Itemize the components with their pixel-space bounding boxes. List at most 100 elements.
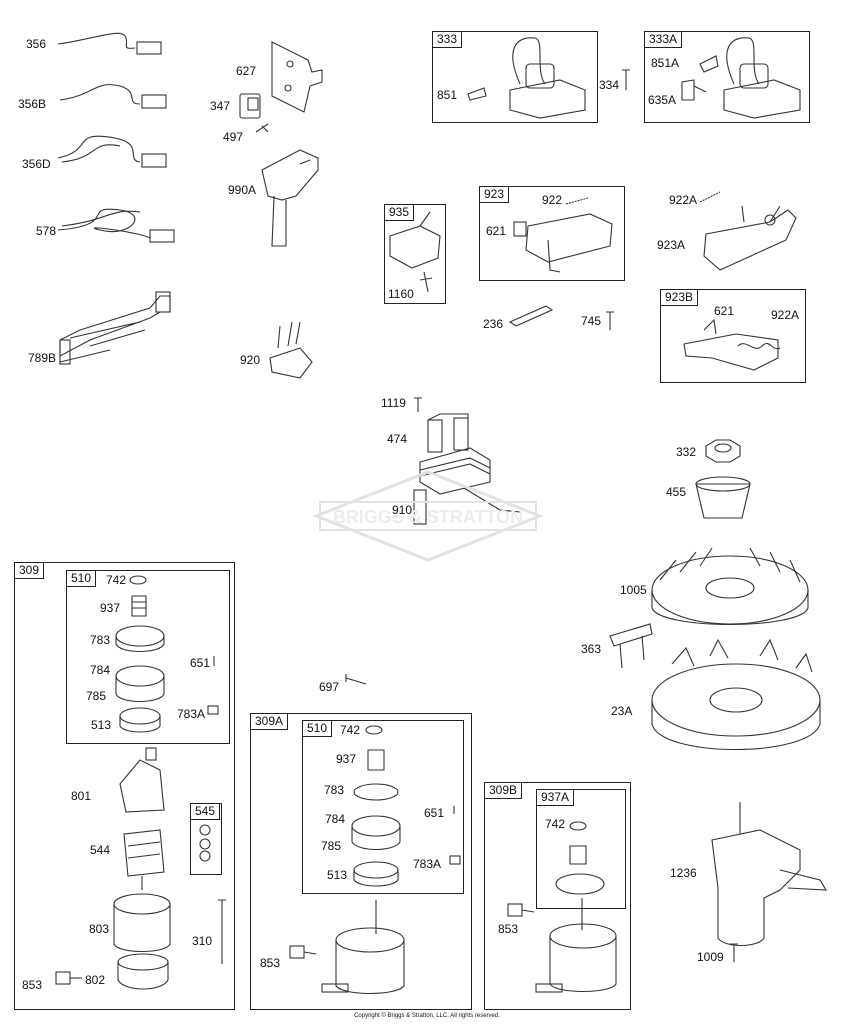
part-label-363: 363 [581, 642, 602, 656]
wire-356-illustration [57, 32, 162, 55]
box-309-tag: 309 [15, 563, 45, 579]
part-label-334: 334 [599, 78, 620, 92]
harness-789B-illustration [59, 291, 171, 365]
governor-923B-illustration [683, 318, 781, 371]
starter-309A-parts-illustration [289, 725, 461, 994]
brand-watermark: BRIGGS & STRATTON [311, 468, 545, 564]
svg-text:BRIGGS & STRATTON: BRIGGS & STRATTON [333, 507, 523, 527]
control-990A-illustration [261, 149, 319, 247]
wire-578-illustration [57, 208, 175, 243]
part-label-937-in-309: 937 [100, 601, 121, 615]
box-923B-tag: 923B [661, 290, 699, 306]
starter-309-parts-illustration [55, 575, 226, 990]
part-label-513-in-309A: 513 [327, 868, 348, 882]
part-label-785-in-309A: 785 [321, 839, 342, 853]
box-333A-tag: 333A [645, 32, 683, 48]
part-label-513-in-309: 513 [91, 718, 112, 732]
bracket-935-illustration [389, 211, 441, 293]
part-label-784-in-309A: 784 [325, 812, 346, 826]
part-label-1119: 1119 [381, 396, 406, 410]
coil-333-illustration [467, 37, 630, 119]
link-236-illustration [508, 305, 554, 327]
box-935: 935 [384, 204, 446, 304]
box-333-tag: 333 [433, 32, 463, 48]
part-label-1160: 1160 [388, 287, 414, 301]
part-label-347: 347 [210, 99, 231, 113]
part-label-851A: 851A [651, 56, 680, 70]
part-label-474: 474 [387, 432, 408, 446]
box-333: 333 [432, 31, 598, 123]
part-label-745: 745 [581, 314, 602, 328]
part-label-803: 803 [89, 922, 110, 936]
screw-745-illustration [606, 311, 614, 330]
copyright-notice: Copyright © Briggs & Stratton, LLC. All … [354, 1013, 500, 1019]
part-label-783A-in-309A: 783A [413, 857, 442, 871]
box-923B: 923B [660, 289, 806, 383]
part-label-853-in-309B: 853 [498, 922, 519, 936]
part-label-802: 802 [85, 973, 106, 987]
box-309A-tag: 309A [251, 714, 289, 730]
part-label-236: 236 [483, 317, 504, 331]
screw-497-illustration [255, 123, 269, 133]
part-label-785-in-309: 785 [86, 689, 107, 703]
part-label-937-in-309A: 937 [336, 752, 357, 766]
switch-347-illustration [239, 93, 261, 119]
box-937A-tag: 937A [537, 790, 575, 806]
part-label-990A: 990A [228, 183, 257, 197]
part-label-742-in-309: 742 [106, 573, 127, 587]
part-label-783-in-309: 783 [90, 633, 111, 647]
part-label-853-in-309A: 853 [260, 956, 281, 970]
part-label-923A: 923A [657, 238, 686, 252]
box-937A: 937A [536, 789, 626, 909]
part-label-356B: 356B [18, 97, 47, 111]
part-label-853-in-309: 853 [22, 978, 43, 992]
part-label-783A-in-309: 783A [177, 707, 206, 721]
wire-356B-illustration [59, 84, 167, 109]
box-309A: 309A [250, 713, 472, 1010]
part-label-697: 697 [319, 680, 340, 694]
part-label-651-in-309A: 651 [424, 806, 445, 820]
part-label-922A-in-923B: 922A [771, 308, 800, 322]
part-label-1005: 1005 [620, 583, 647, 597]
box-510-in-309: 510 [66, 570, 230, 744]
part-label-23A: 23A [611, 704, 633, 718]
box-510-in-309A: 510 [302, 720, 464, 894]
part-label-497: 497 [223, 130, 244, 144]
bolt-363-illustration [609, 623, 653, 669]
part-label-356D: 356D [22, 157, 51, 171]
wire-356D-illustration [57, 135, 167, 168]
part-label-544: 544 [90, 843, 111, 857]
armature-474-illustration [413, 397, 521, 525]
part-label-455: 455 [666, 485, 687, 499]
governor-923A-illustration [699, 191, 797, 271]
part-label-851: 851 [437, 88, 458, 102]
screw-697-illustration [345, 674, 367, 685]
part-label-578: 578 [36, 224, 57, 238]
flywheel-23A-illustration [651, 638, 821, 750]
box-545-tag: 545 [191, 804, 221, 820]
part-label-651-in-309: 651 [190, 656, 211, 670]
part-label-310: 310 [192, 934, 213, 948]
bracket-627-illustration [271, 41, 323, 113]
coil-333A-illustration [681, 37, 801, 119]
part-label-627: 627 [236, 64, 257, 78]
part-label-920: 920 [240, 353, 261, 367]
cup-455-illustration [695, 476, 751, 519]
part-label-635A: 635A [648, 93, 677, 107]
box-510b-tag: 510 [303, 721, 333, 737]
part-label-784-in-309: 784 [90, 663, 111, 677]
box-309B: 309B [484, 782, 631, 1010]
part-label-332: 332 [676, 445, 697, 459]
box-935-tag: 935 [385, 205, 415, 221]
part-label-922A: 922A [669, 193, 698, 207]
box-333A: 333A [644, 31, 810, 123]
part-label-1009: 1009 [697, 950, 724, 964]
flywheel-1005-illustration [651, 547, 809, 626]
box-309: 309 [14, 562, 235, 1010]
starter-1236-illustration [711, 802, 828, 962]
nut-332-illustration [705, 439, 741, 463]
part-label-621-in-923B: 621 [714, 304, 735, 318]
box-309B-tag: 309B [485, 783, 523, 799]
part-label-742-in-309A: 742 [340, 723, 361, 737]
part-label-922: 922 [542, 193, 563, 207]
